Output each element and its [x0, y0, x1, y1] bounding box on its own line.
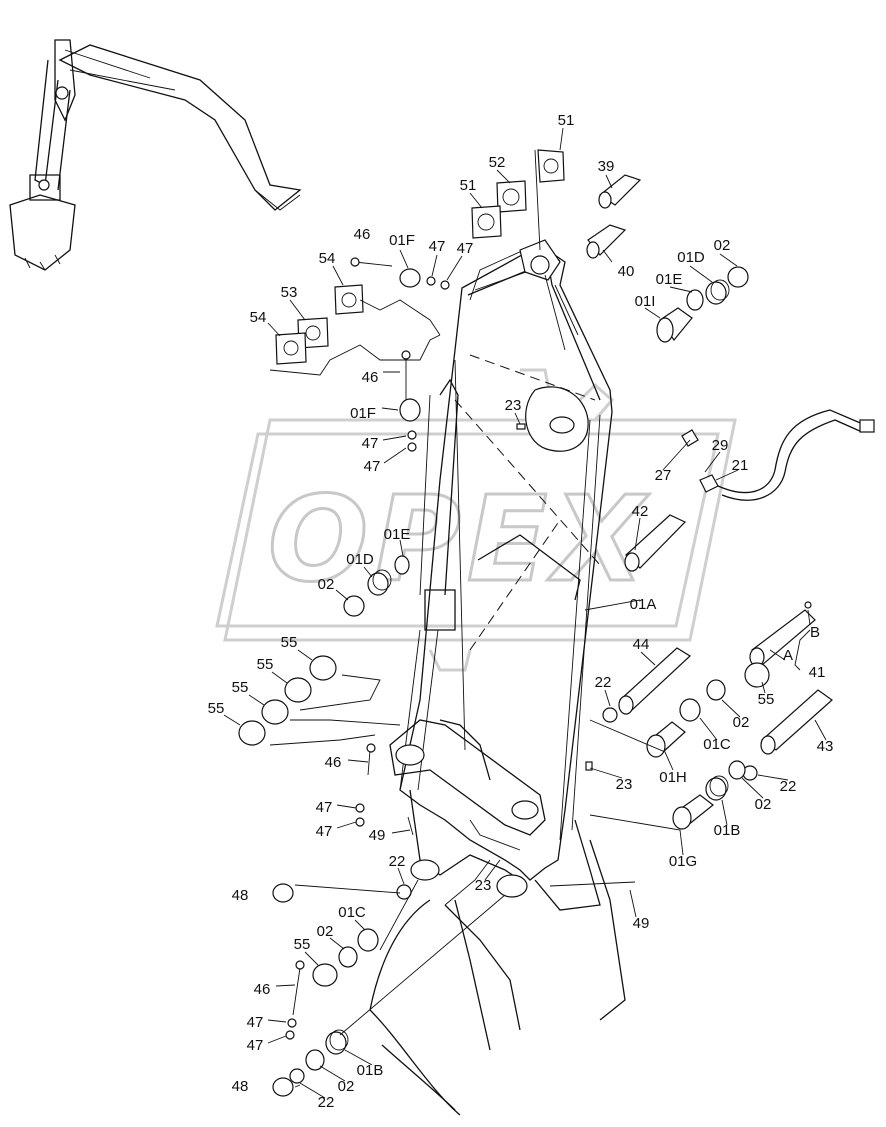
watermark-text: OPEX — [268, 470, 650, 608]
callout-label: 01F — [389, 232, 415, 249]
arm-body-01A — [369, 149, 626, 1116]
callout-label: 22 — [780, 778, 797, 795]
callout-label: 51 — [558, 112, 575, 129]
callout-label: 23 — [475, 877, 492, 894]
callout-label: 02 — [338, 1078, 355, 1095]
arm-overview-thumbnail — [9, 39, 302, 271]
callout-label: 49 — [633, 915, 650, 932]
plate-51 — [471, 205, 502, 239]
plate-52 — [496, 180, 527, 213]
callout-label: 49 — [369, 827, 386, 844]
callout-label: 01E — [656, 271, 683, 288]
callout-label: 01C — [338, 904, 366, 921]
callout-label: 46 — [354, 226, 371, 243]
callout-label: 47 — [364, 458, 381, 475]
callout-label: 21 — [732, 457, 749, 474]
callout-label: 29 — [712, 437, 729, 454]
callout-labels: 51 52 39 51 46 01F 47 47 02 54 01D 40 01E 53 01I 54 46 23… — [208, 112, 834, 1111]
callout-label: 02 — [755, 796, 772, 813]
callout-label: B — [810, 624, 820, 641]
plate-51-top — [537, 149, 565, 183]
callout-label: 44 — [633, 636, 650, 653]
pins-and-bushings — [238, 174, 875, 1097]
callout-label: 47 — [316, 823, 333, 840]
callout-label: 01H — [659, 769, 687, 786]
callout-label: 51 — [460, 177, 477, 194]
callout-label: 27 — [655, 467, 672, 484]
callout-label: 47 — [429, 238, 446, 255]
callout-label: 54 — [319, 250, 336, 267]
callout-label: 02 — [733, 714, 750, 731]
callout-label: 01B — [357, 1062, 384, 1079]
callout-label: 02 — [318, 576, 335, 593]
callout-label: 39 — [598, 158, 615, 175]
callout-label: 01D — [346, 551, 374, 568]
callout-label: 40 — [618, 263, 635, 280]
leader-lines — [223, 127, 827, 1099]
callout-label: 02 — [317, 923, 334, 940]
callout-label: 54 — [250, 309, 267, 326]
callout-label: 55 — [294, 936, 311, 953]
callout-label: 48 — [232, 887, 249, 904]
callout-label: 01A — [630, 596, 657, 613]
shim-plates — [269, 149, 565, 376]
callout-label: 02 — [714, 237, 731, 254]
callout-label: A — [783, 647, 793, 664]
callout-label: 47 — [457, 240, 474, 257]
callout-label: 48 — [232, 1078, 249, 1095]
callout-label: 46 — [325, 754, 342, 771]
callout-label: 55 — [281, 634, 298, 651]
callout-label: 47 — [362, 435, 379, 452]
callout-label: 47 — [316, 799, 333, 816]
callout-label: 22 — [318, 1094, 335, 1111]
callout-label: 43 — [817, 738, 834, 755]
callout-label: 22 — [389, 853, 406, 870]
callout-label: 55 — [758, 691, 775, 708]
callout-label: 23 — [505, 397, 522, 414]
callout-label: 52 — [489, 154, 506, 171]
callout-label: 55 — [232, 679, 249, 696]
callout-label: 23 — [616, 776, 633, 793]
callout-label: 55 — [208, 700, 225, 717]
callout-label: 01I — [635, 293, 656, 310]
callout-label: 41 — [809, 664, 826, 681]
plate-54 — [275, 332, 307, 365]
callout-label: 01G — [669, 853, 697, 870]
callout-label: 22 — [595, 674, 612, 691]
callout-label: 53 — [281, 284, 298, 301]
callout-label: 46 — [254, 981, 271, 998]
callout-label: 42 — [632, 503, 649, 520]
callout-label: 47 — [247, 1037, 264, 1054]
callout-label: 01C — [703, 736, 731, 753]
callout-label: 46 — [362, 369, 379, 386]
watermark: OPEX — [215, 368, 737, 672]
plate-54-top — [334, 284, 364, 315]
callout-label: 01F — [350, 405, 376, 422]
callout-label: 01B — [714, 822, 741, 839]
callout-label: 55 — [257, 656, 274, 673]
callout-label: 01E — [384, 526, 411, 543]
callout-label: 01D — [677, 249, 705, 266]
callout-label: 47 — [247, 1014, 264, 1031]
